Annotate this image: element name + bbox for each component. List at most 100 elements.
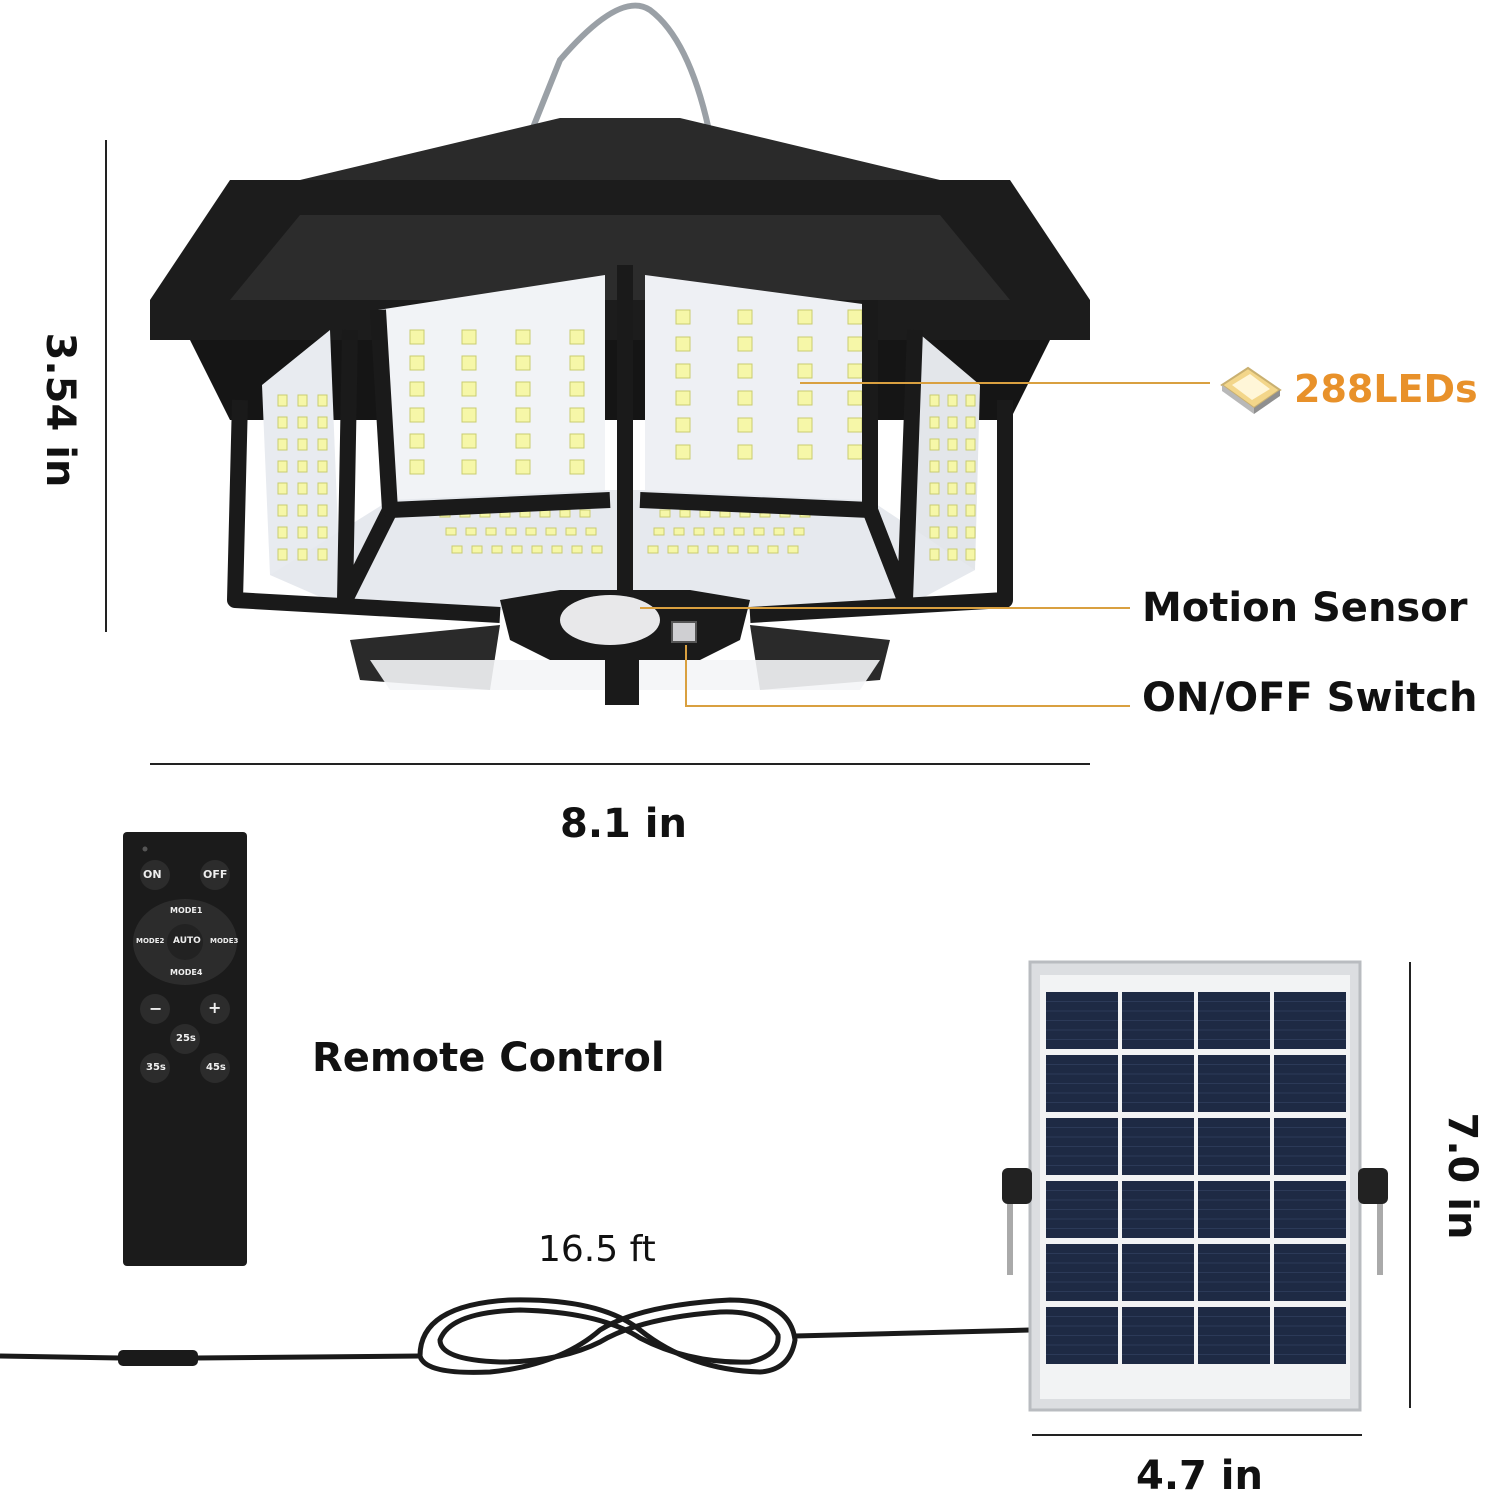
timer-25s-button xyxy=(170,1024,200,1054)
led-chip xyxy=(569,329,585,345)
led-chip xyxy=(947,548,958,561)
led-chip xyxy=(737,336,753,352)
remote-25s-label: 25s xyxy=(176,1033,196,1044)
led-chip xyxy=(565,527,577,536)
cable-coil-inner xyxy=(437,1307,781,1365)
led-chip xyxy=(297,394,308,407)
led-chip xyxy=(653,527,665,536)
led-chip xyxy=(317,438,328,451)
led-chip xyxy=(297,482,308,495)
lamp-frame xyxy=(227,265,1013,700)
led-chip xyxy=(965,526,976,539)
led-chip xyxy=(569,407,585,423)
led-chip xyxy=(737,363,753,379)
led-chip xyxy=(551,545,563,554)
led-chip xyxy=(737,390,753,406)
led-chip xyxy=(485,527,497,536)
remote-35s-label: 35s xyxy=(146,1062,166,1073)
led-chip xyxy=(929,548,940,561)
led-chip xyxy=(965,438,976,451)
dimension-lines xyxy=(105,140,1411,1436)
led-chip xyxy=(797,390,813,406)
led-chip xyxy=(317,526,328,539)
right-mount-knob xyxy=(1358,1168,1388,1204)
switch-leader-line xyxy=(685,645,1130,707)
led-chip xyxy=(317,416,328,429)
led-chip xyxy=(797,309,813,325)
led-chip xyxy=(409,329,425,345)
on-off-switch-label: ON/OFF Switch xyxy=(1142,675,1478,721)
led-chip xyxy=(297,548,308,561)
on-off-switch xyxy=(671,621,697,643)
led-chip xyxy=(569,459,585,475)
led-chip xyxy=(409,407,425,423)
motion-sensor-lens xyxy=(560,595,660,645)
led-chip xyxy=(737,417,753,433)
lamp-center-leg xyxy=(605,660,639,705)
timer-35s-button xyxy=(140,1053,170,1083)
led-chip xyxy=(699,509,711,518)
led-chip xyxy=(317,482,328,495)
led-chip xyxy=(277,526,288,539)
led-chip xyxy=(465,527,477,536)
led-chip xyxy=(277,416,288,429)
led-chip xyxy=(409,459,425,475)
led-chip xyxy=(297,438,308,451)
led-chip xyxy=(515,459,531,475)
led-chip xyxy=(965,504,976,517)
led-chip xyxy=(515,381,531,397)
led-chip xyxy=(409,381,425,397)
remote-on-label: ON xyxy=(143,868,162,881)
led-chip xyxy=(675,390,691,406)
led-chip xyxy=(797,363,813,379)
led-chip xyxy=(733,527,745,536)
led-panel-right xyxy=(910,330,980,580)
led-chip xyxy=(591,545,603,554)
lamp-height-label: 3.54 in xyxy=(37,332,83,488)
cable-connector xyxy=(118,1350,198,1366)
led-chip xyxy=(675,336,691,352)
led-chips xyxy=(277,309,976,561)
led-chip xyxy=(797,444,813,460)
led-chip xyxy=(647,545,659,554)
led-chip xyxy=(929,526,940,539)
led-chip xyxy=(675,363,691,379)
led-chip xyxy=(847,363,863,379)
led-chip xyxy=(491,545,503,554)
led-chip xyxy=(773,527,785,536)
plus-button xyxy=(200,994,230,1024)
extension-cable xyxy=(0,1297,1031,1375)
led-panel-front-right xyxy=(645,275,870,500)
led-chip xyxy=(461,329,477,345)
led-chip xyxy=(471,545,483,554)
lamp-width-label: 8.1 in xyxy=(560,801,687,847)
led-chip xyxy=(747,545,759,554)
panel-height-label: 7.0 in xyxy=(1439,1112,1485,1240)
remote-mode3-label: MODE3 xyxy=(210,937,239,945)
led-chip xyxy=(929,438,940,451)
led-chip xyxy=(947,504,958,517)
led-chip xyxy=(965,394,976,407)
led-chip xyxy=(947,526,958,539)
led-chip xyxy=(409,433,425,449)
led-chip xyxy=(707,545,719,554)
led-chip xyxy=(317,504,328,517)
hanging-hook xyxy=(527,2,713,137)
remote-control-caption: Remote Control xyxy=(312,1035,665,1081)
led-chip xyxy=(713,527,725,536)
led-chip xyxy=(585,527,597,536)
led-chip xyxy=(965,548,976,561)
led-chip xyxy=(947,438,958,451)
led-chip xyxy=(675,417,691,433)
led-chip xyxy=(559,509,571,518)
led-chip xyxy=(445,527,457,536)
on-button xyxy=(140,860,170,890)
led-chip xyxy=(297,460,308,473)
led-chip xyxy=(317,394,328,407)
led-chip xyxy=(675,309,691,325)
led-chip xyxy=(847,390,863,406)
led-chip xyxy=(929,482,940,495)
led-chip xyxy=(317,460,328,473)
led-chip xyxy=(659,509,671,518)
